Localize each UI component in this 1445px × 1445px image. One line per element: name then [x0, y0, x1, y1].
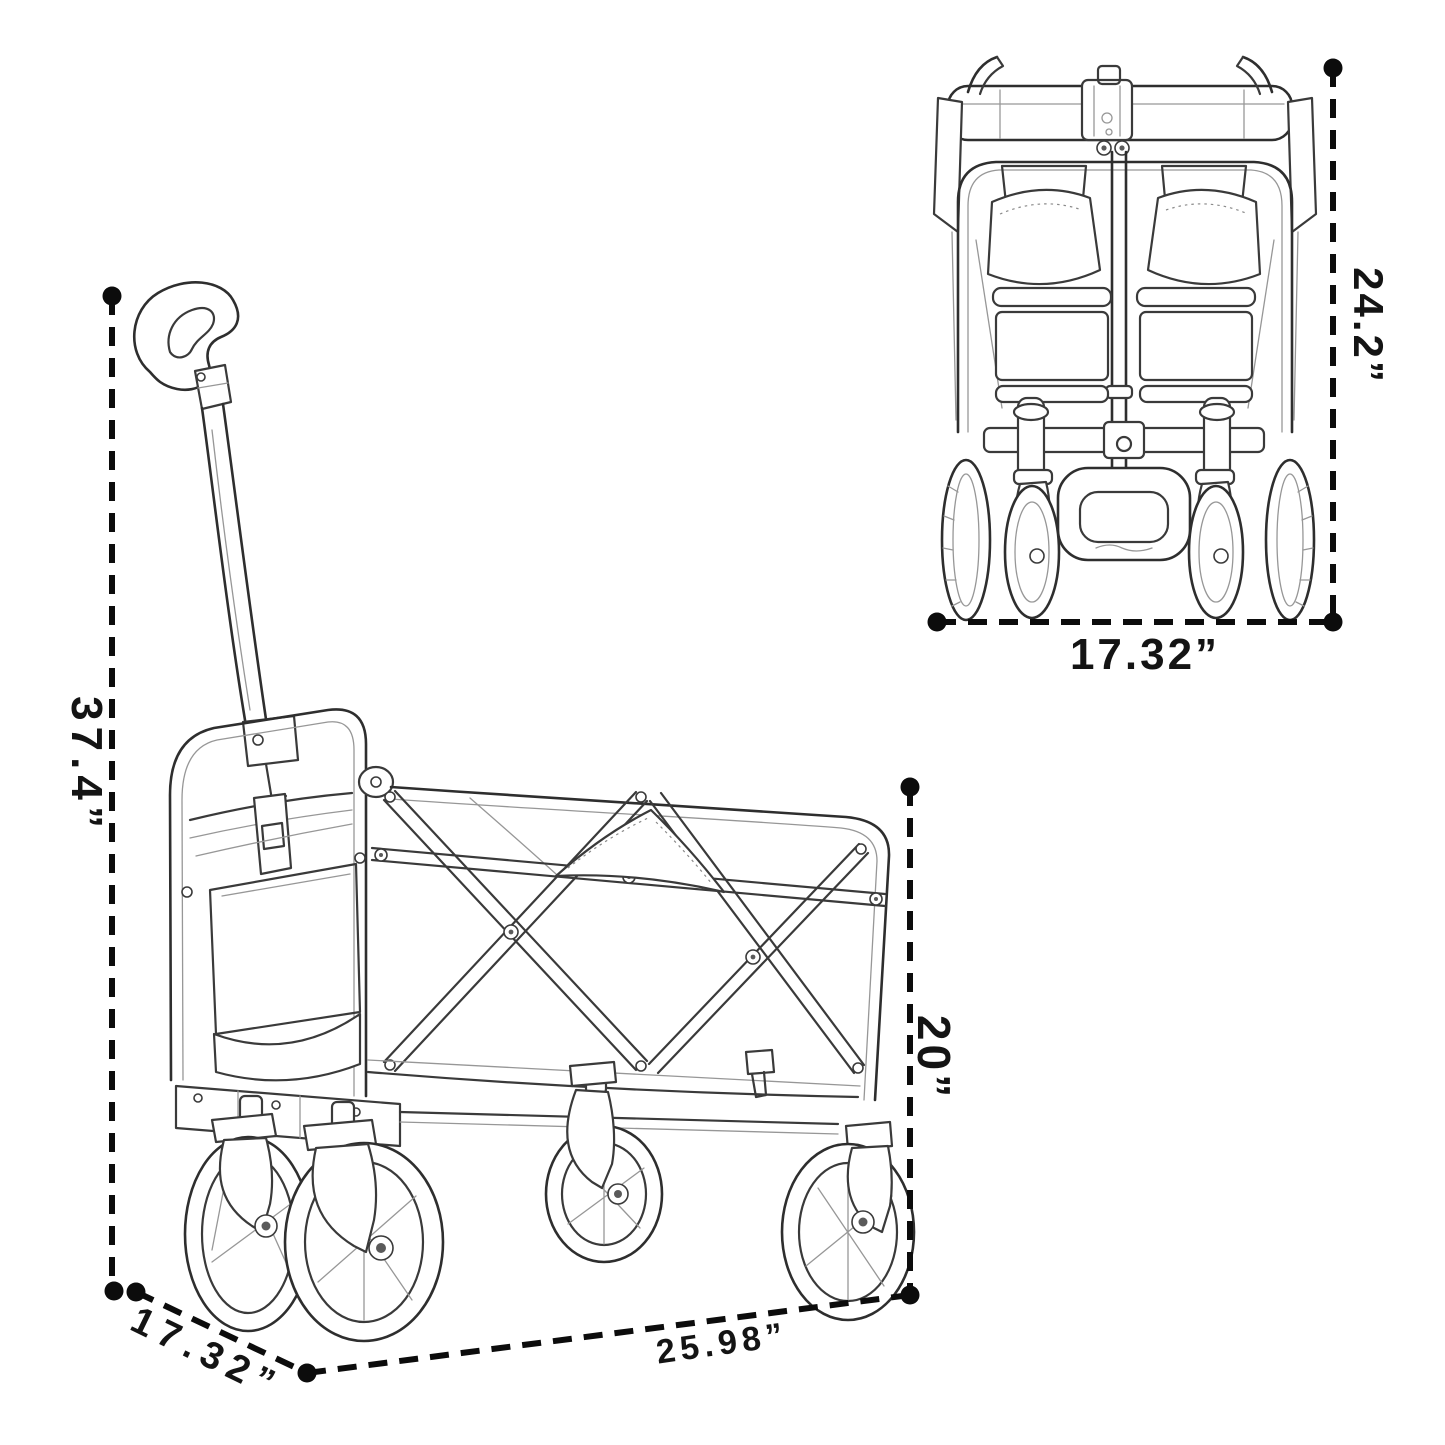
wagon-front-view-drawing [932, 55, 1318, 622]
wagon-side-view-drawing [132, 281, 916, 1343]
dim-label-front-width: 17.32” [1069, 630, 1221, 679]
dimension-lines [102, 58, 1343, 1383]
dim-label-overall-height: 37.4” [62, 696, 111, 834]
dim-label-front-height: 24.2” [1345, 267, 1392, 385]
dim-label-basket-height: 20” [908, 1014, 960, 1102]
